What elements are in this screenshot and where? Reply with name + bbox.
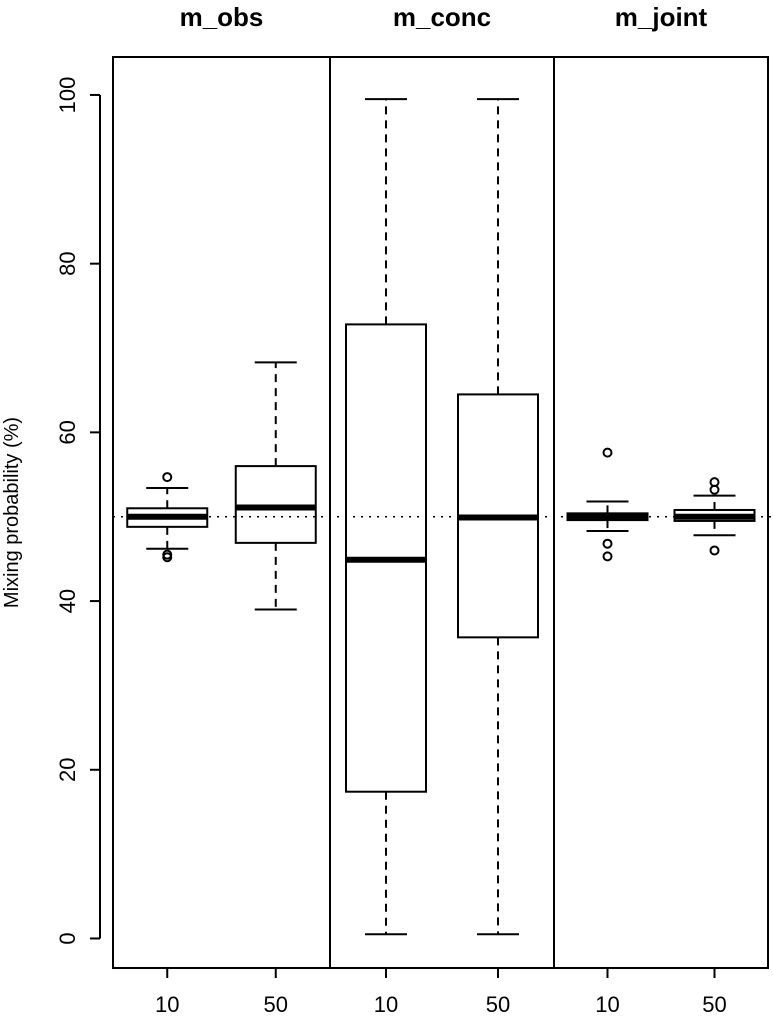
y-tick-label: 40 xyxy=(55,589,80,613)
x-tick-label: 50 xyxy=(486,992,510,1017)
y-tick-label: 0 xyxy=(55,932,80,944)
y-axis: 0 20 40 60 80 100 xyxy=(55,77,101,945)
x-tick-label: 10 xyxy=(155,992,179,1017)
panels-layer: m_obs 10 50 m_conc 10 50 m_joint 10 50 xyxy=(112,2,769,1017)
outlier-point xyxy=(162,552,173,563)
box-m_conc-10: 10 xyxy=(345,98,427,1017)
panel-m_obs: m_obs 10 50 xyxy=(112,2,331,1017)
outlier-point xyxy=(602,538,613,549)
y-tick-label: 20 xyxy=(55,758,80,782)
panel-m_joint: m_joint 10 50 xyxy=(553,2,769,1017)
x-tick-label: 50 xyxy=(264,992,288,1017)
outlier-point xyxy=(602,551,613,562)
y-tick-label: 60 xyxy=(55,420,80,444)
x-tick-label: 10 xyxy=(595,992,619,1017)
outlier-point xyxy=(162,472,173,483)
box-m_conc-50: 50 xyxy=(457,98,539,1017)
box-m_joint-50: 50 xyxy=(673,477,756,1017)
panel-title: m_joint xyxy=(615,2,708,32)
box-m_obs-50: 50 xyxy=(234,361,317,1017)
box-m_obs-10: 10 xyxy=(126,472,209,1017)
x-tick-label: 50 xyxy=(702,992,726,1017)
y-tick-label: 80 xyxy=(55,251,80,275)
outlier-point xyxy=(709,484,720,495)
x-tick-label: 10 xyxy=(374,992,398,1017)
box-m_joint-10: 10 xyxy=(566,447,649,1017)
panel-title: m_obs xyxy=(180,2,264,32)
panel-title: m_conc xyxy=(393,2,491,32)
outlier-point xyxy=(709,545,720,556)
y-axis-title: Mixing probability (%) xyxy=(1,417,23,608)
y-tick-label: 100 xyxy=(55,77,80,114)
panel-frame xyxy=(553,56,769,969)
panel-m_conc: m_conc 10 50 xyxy=(329,2,555,1017)
outlier-point xyxy=(602,447,613,458)
